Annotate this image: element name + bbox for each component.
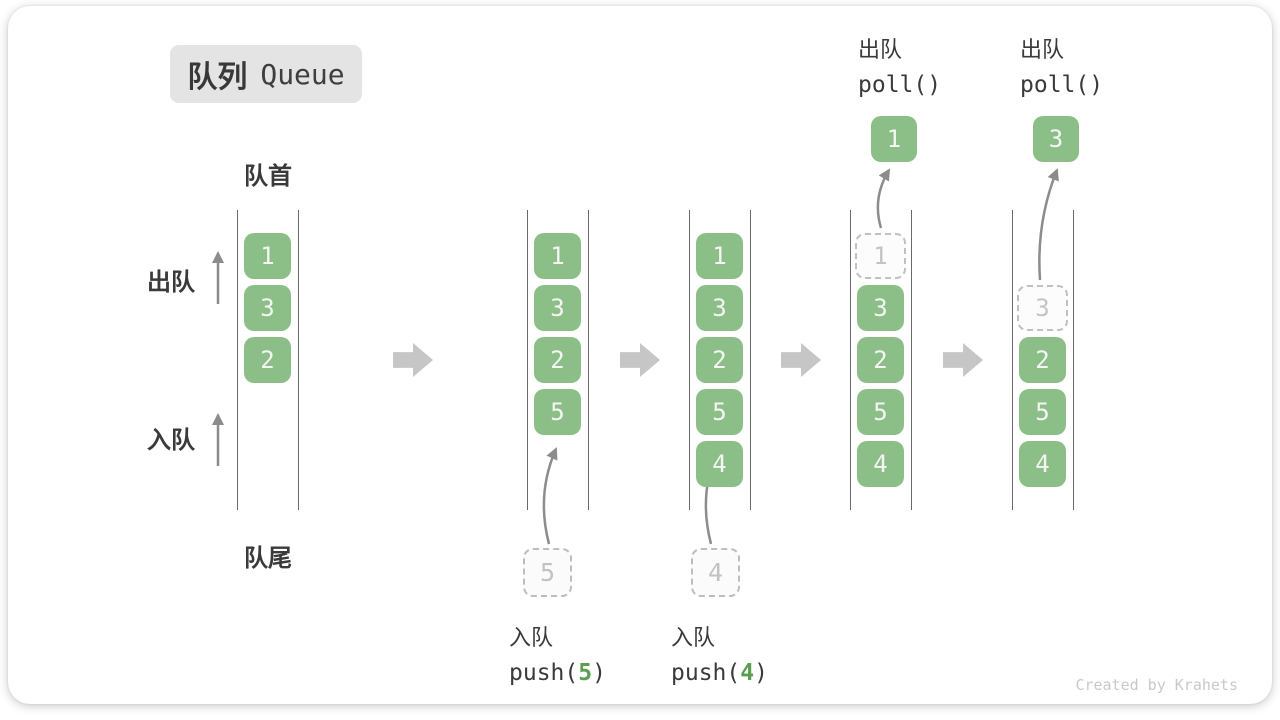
op-code-pre: poll() [858, 72, 942, 98]
queue-item-box: 1 [244, 233, 291, 279]
queue-item-box: 1 [534, 233, 581, 279]
queue-item-box: 3 [534, 285, 581, 331]
dequeue-op-label: 出队 poll() [1020, 32, 1103, 98]
op-code: push(4) [671, 660, 768, 686]
enqueue-op-label: 入队 push(4) [671, 620, 768, 686]
queue-item-box: 2 [244, 337, 291, 383]
queue-item-box: 5 [534, 389, 581, 435]
dequeue-side-label: 出队 [147, 269, 195, 296]
op-code-pre: push( [671, 660, 741, 686]
op-code-pre: poll() [1020, 72, 1104, 98]
pending-item-box: 5 [523, 548, 572, 597]
queue-item-box: 3 [696, 285, 743, 331]
watermark: Created by Krahets [1075, 676, 1238, 694]
op-code-suf: ) [754, 660, 768, 686]
op-code-arg: 5 [578, 660, 593, 686]
op-code: poll() [1020, 72, 1103, 98]
op-code-pre: push( [509, 660, 579, 686]
queue-item-box: 3 [244, 285, 291, 331]
op-name: 出队 [858, 37, 903, 62]
queue-column-4: 1 3 2 5 4 [850, 210, 912, 510]
op-name: 出队 [1020, 37, 1065, 62]
op-name: 入队 [671, 625, 716, 650]
dequeue-op-label: 出队 poll() [858, 32, 941, 98]
ghost-item-box: 3 [1017, 285, 1068, 331]
enqueue-op-label: 入队 push(5) [509, 620, 606, 686]
dequeued-item-box: 3 [1033, 116, 1079, 162]
front-label: 队首 [244, 163, 292, 190]
op-name: 入队 [509, 625, 554, 650]
queue-item-box: 4 [1019, 441, 1066, 487]
pending-item-box: 4 [691, 548, 740, 597]
op-code-suf: ) [592, 660, 606, 686]
dequeued-item-box: 1 [871, 116, 917, 162]
queue-item-box: 2 [696, 337, 743, 383]
queue-column-5: 3 2 5 4 [1012, 210, 1074, 510]
title-en: Queue [260, 57, 345, 91]
queue-item-box: 2 [1019, 337, 1066, 383]
queue-item-box: 2 [857, 337, 904, 383]
queue-item-box: 4 [696, 441, 743, 487]
rear-label: 队尾 [244, 545, 292, 572]
title-zh: 队列 [187, 61, 248, 94]
queue-column-1: 1 3 2 [237, 210, 299, 510]
queue-column-2: 1 3 2 5 [527, 210, 589, 510]
queue-item-box: 1 [696, 233, 743, 279]
queue-item-box: 3 [857, 285, 904, 331]
queue-column-3: 1 3 2 5 4 [689, 210, 751, 510]
op-code: poll() [858, 72, 941, 98]
queue-item-box: 5 [857, 389, 904, 435]
ghost-item-box: 1 [855, 233, 906, 279]
enqueue-side-label: 入队 [147, 427, 195, 454]
queue-item-box: 4 [857, 441, 904, 487]
title-badge: 队列 Queue [170, 45, 362, 103]
queue-item-box: 5 [696, 389, 743, 435]
op-code-arg: 4 [740, 660, 755, 686]
queue-item-box: 2 [534, 337, 581, 383]
op-code: push(5) [509, 660, 606, 686]
queue-item-box: 5 [1019, 389, 1066, 435]
